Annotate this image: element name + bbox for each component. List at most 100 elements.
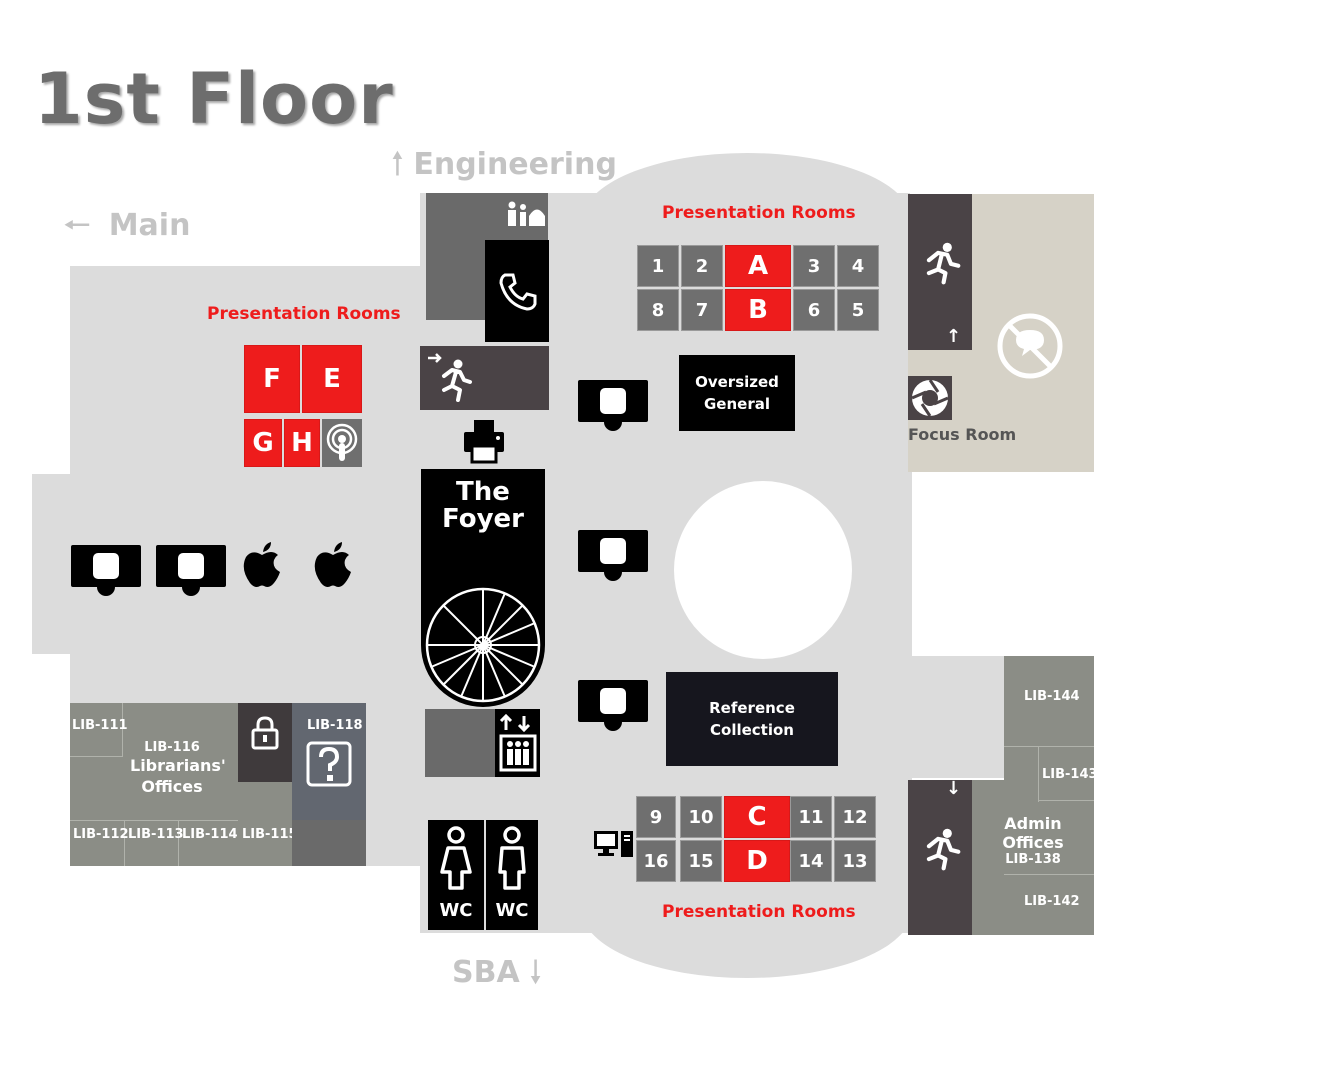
room-lib-111[interactable]: LIB-111 [72,718,128,733]
room-lib-142[interactable]: LIB-142 [1024,894,1080,909]
lock-icon [251,715,279,749]
emergency-exit-west[interactable] [420,346,549,410]
elevator-icon[interactable] [495,709,540,777]
room-lib-112[interactable]: LIB-112 [73,827,129,842]
room-7[interactable]: 7 [681,289,723,331]
divider [1038,746,1039,802]
reference-collection[interactable]: Reference Collection [666,672,838,766]
power-outlet-icon[interactable] [71,545,141,596]
presentation-rooms-label-left: Presentation Rooms [207,304,401,324]
female-wc-icon [440,826,472,890]
phone-icon [499,273,537,311]
the-foyer[interactable]: The Foyer [421,469,545,707]
room-6[interactable]: 6 [793,289,835,331]
room-13[interactable]: 13 [834,840,876,882]
emergency-exit-south[interactable]: ↓ [908,778,972,935]
room-10[interactable]: 10 [680,796,722,838]
room-a[interactable]: A [725,245,791,287]
direction-sba-label: SBA [452,955,520,990]
atrium-void [674,481,852,659]
room-9[interactable]: 9 [636,796,676,838]
oversized-general[interactable]: Oversized General [679,355,795,431]
librarians-offices-label: Librarians' Offices [130,756,226,796]
direction-engineering-label: Engineering [413,147,617,182]
no-talking-icon [997,313,1063,379]
librarians-offices-label-block: LIB-116 Librarians' Offices [118,740,226,797]
emergency-exit-icon [926,828,961,871]
direction-main-label: Main [108,208,191,243]
emergency-exit-north[interactable]: ↑ [908,194,972,350]
floor-title: 1st Floor [34,58,394,140]
room-b[interactable]: B [725,289,791,331]
direction-main[interactable]: 🠐 Main [64,203,190,254]
room-lib-115[interactable]: LIB-115 [242,827,298,842]
power-outlet-icon[interactable] [578,380,648,431]
room-5[interactable]: 5 [837,289,879,331]
room-lib-115-area [238,782,292,866]
room-e[interactable]: E [302,345,362,413]
divider [122,703,123,757]
room-1[interactable]: 1 [637,245,679,287]
podcast-icon[interactable] [322,419,362,467]
room-c[interactable]: C [724,796,790,838]
room-4[interactable]: 4 [837,245,879,287]
librarians-offices[interactable] [70,703,238,866]
room-14[interactable]: 14 [790,840,832,882]
room-f[interactable]: F [244,345,300,413]
male-wc-icon [498,826,526,890]
direction-engineering[interactable]: 🠑 Engineering [392,142,617,193]
phone-booth[interactable] [485,240,549,342]
help-icon [306,741,352,787]
apple-icon[interactable] [240,540,284,590]
presentation-rooms-label-bottom: Presentation Rooms [662,902,856,922]
room-lib-116: LIB-116 [144,740,200,755]
arrow-down-icon: 🠓 [530,955,542,990]
admin-wing [1004,656,1094,935]
printer-icon[interactable] [462,418,506,464]
room-2[interactable]: 2 [681,245,723,287]
room-d[interactable]: D [724,840,790,882]
apple-icon[interactable] [311,540,355,590]
room-lib-113[interactable]: LIB-113 [128,827,184,842]
wc-male-label: WC [495,900,529,921]
arrow-down-icon: ↓ [946,778,962,799]
direction-sba[interactable]: SBA 🠓 [452,950,541,1001]
room-lib-114[interactable]: LIB-114 [182,827,238,842]
admin-wing-west [972,780,1004,935]
divider [70,820,366,821]
floor-east-connector [900,656,1004,778]
arrow-up-icon: 🠑 [392,147,403,182]
power-outlet-icon[interactable] [578,530,648,581]
room-lib-118-area[interactable]: LIB-118 [292,703,366,820]
arrow-left-icon: 🠐 [64,208,91,243]
emergency-exit-icon [926,242,961,285]
room-lib-143[interactable]: LIB-143 [1042,767,1098,782]
computer-icon[interactable] [593,828,635,860]
power-outlet-icon[interactable] [578,680,648,731]
room-h[interactable]: H [284,419,320,467]
lockers[interactable] [238,703,292,782]
focus-room[interactable] [908,350,972,472]
room-g[interactable]: G [244,419,282,467]
divider [70,756,122,757]
lift-shaft [425,709,497,777]
room-lib-144[interactable]: LIB-144 [1024,689,1080,704]
room-15[interactable]: 15 [680,840,722,882]
prayer-room-icon [506,201,546,227]
room-12[interactable]: 12 [834,796,876,838]
room-16[interactable]: 16 [636,840,676,882]
room-11[interactable]: 11 [790,796,832,838]
foyer-label: The Foyer [442,477,524,534]
spiral-staircase-icon [425,587,541,703]
divider [1004,746,1094,747]
admin-offices[interactable]: Admin Offices LIB-138 [972,814,1094,867]
wc-female[interactable]: WC [428,820,484,930]
storage-room [292,820,366,866]
arrow-up-icon: ↑ [946,326,962,347]
wc-male[interactable]: WC [486,820,538,930]
room-8[interactable]: 8 [637,289,679,331]
presentation-rooms-label-top: Presentation Rooms [662,203,856,223]
room-3[interactable]: 3 [793,245,835,287]
quiet-zone[interactable] [972,194,1094,472]
power-outlet-icon[interactable] [156,545,226,596]
